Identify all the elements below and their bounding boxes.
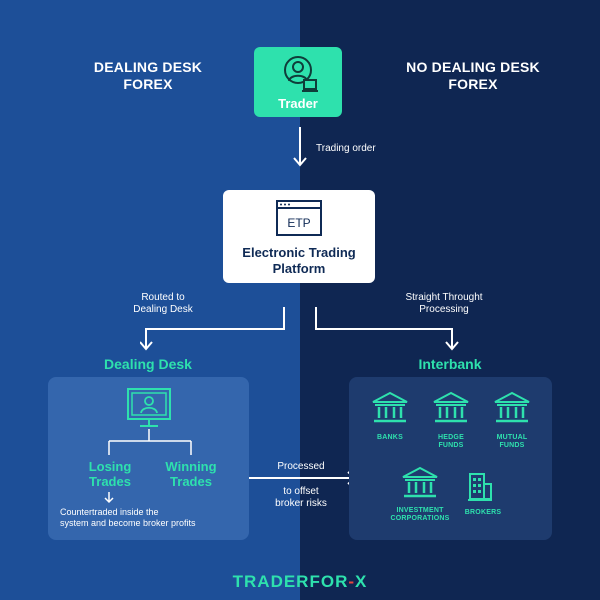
trader-box: Trader	[254, 47, 342, 117]
label-line: broker risks	[275, 498, 327, 509]
brokers-label: BROKERS	[464, 509, 502, 516]
label-line: CORPORATIONS	[390, 515, 450, 522]
label-line: HEDGE	[438, 434, 464, 441]
monitor-person-icon	[127, 388, 171, 427]
label-line: Straight Throught	[405, 292, 483, 303]
label-line: MUTUAL	[496, 434, 528, 441]
etp-title-line: Electronic Trading	[242, 245, 356, 260]
trader-person-icon	[284, 56, 318, 92]
etp-window-icon: ETP	[276, 200, 322, 236]
heading-line: FOREX	[448, 76, 498, 92]
heading-line: DEALING DESK	[93, 59, 203, 75]
no-dealing-desk-forex-heading: NO DEALING DESK FOREX	[398, 59, 548, 93]
logo-part-trader: TRADER	[232, 572, 310, 591]
winning-trades-label: Winning Trades	[156, 459, 226, 489]
label-line: Winning	[165, 459, 217, 474]
logo-part-for: FOR	[309, 572, 349, 591]
etp-title: Electronic Trading Platform	[223, 245, 375, 277]
offset-broker-risks-label: to offset broker risks	[265, 486, 337, 510]
label-line: to offset	[283, 486, 319, 497]
label-line: Dealing Desk	[133, 304, 193, 315]
interbank-title: Interbank	[418, 356, 482, 372]
logo-separator: -	[348, 572, 356, 591]
dealing-desk-title: Dealing Desk	[104, 356, 192, 372]
arrow-to-interbank-icon	[315, 307, 459, 351]
label-line: Routed to	[141, 292, 185, 303]
etp-box: ETP Electronic Trading Platform	[223, 190, 375, 283]
processed-label: Processed	[277, 461, 325, 472]
label-line: Trades	[170, 474, 212, 489]
label-line: Losing	[88, 459, 132, 474]
dealing-desk-panel: Losing Trades Winning Trades Countertrad…	[48, 377, 249, 540]
text-line: system and become broker profits	[60, 518, 196, 528]
hedge-funds-building-icon	[433, 391, 469, 423]
interbank-panel: BANKS HEDGE FUNDS MUTUAL FUNDS	[349, 377, 552, 540]
mutual-funds-label: MUTUAL FUNDS	[487, 434, 537, 450]
heading-line: NO DEALING DESK	[406, 59, 540, 75]
label-line: FUNDS	[438, 442, 464, 449]
arrow-down-icon	[293, 127, 307, 167]
arrow-right-icon	[249, 471, 357, 485]
trader-label: Trader	[278, 96, 318, 111]
etp-title-line: Platform	[272, 261, 326, 276]
traderforex-logo: TRADERFOR-X	[0, 572, 600, 592]
label-line: INVESTMENT	[396, 507, 444, 514]
label-line: Processing	[419, 304, 469, 315]
arrow-to-dealing-desk-icon	[140, 307, 285, 351]
text-line: Countertraded inside the	[60, 507, 159, 517]
straight-through-processing-label: Straight Throught Processing	[389, 292, 499, 316]
losing-trades-label: Losing Trades	[78, 459, 142, 489]
etp-icon-text: ETP	[287, 216, 310, 230]
countertraded-text: Countertraded inside the system and beco…	[60, 507, 196, 529]
label-line: Trades	[89, 474, 131, 489]
bank-building-icon	[372, 391, 408, 423]
label-line: FUNDS	[499, 442, 525, 449]
hedge-funds-label: HEDGE FUNDS	[426, 434, 476, 450]
mutual-funds-building-icon	[494, 391, 530, 423]
routed-to-dealing-desk-label: Routed to Dealing Desk	[118, 292, 208, 316]
dealing-desk-forex-heading: DEALING DESK FOREX	[73, 59, 223, 93]
trading-order-label: Trading order	[316, 143, 376, 154]
investment-corporations-label: INVESTMENT CORPORATIONS	[385, 507, 455, 523]
investment-corporations-building-icon	[402, 466, 438, 498]
logo-part-x: X	[355, 572, 368, 591]
banks-label: BANKS	[377, 434, 403, 441]
tree-connector	[108, 429, 192, 455]
brokers-office-building-icon	[468, 473, 492, 501]
heading-line: FOREX	[123, 76, 173, 92]
small-arrow-down-icon	[104, 492, 114, 504]
